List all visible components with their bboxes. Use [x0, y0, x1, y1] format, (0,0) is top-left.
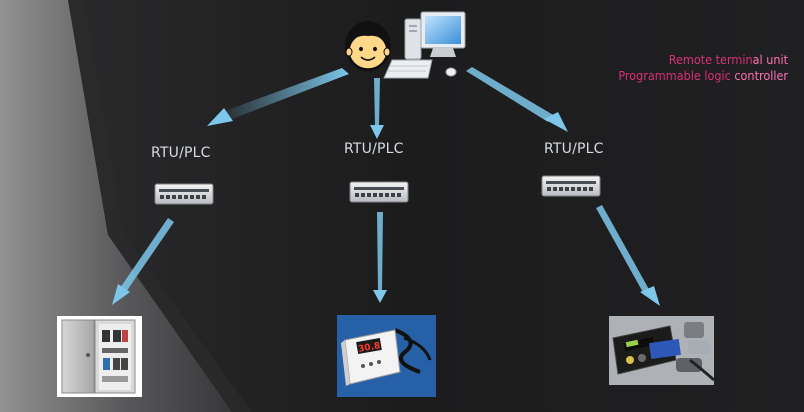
rtu-label-left: RTU/PLC — [151, 145, 211, 161]
operator-face-icon — [345, 21, 391, 71]
computer-icon — [383, 11, 466, 79]
legend-plc-part2: controller — [734, 68, 788, 83]
control-panel-image — [57, 316, 142, 397]
rtu-label-right: RTU/PLC — [544, 141, 604, 157]
thermostat-image: 30.8 — [337, 315, 436, 397]
legend-plc-part1: Programmable logic — [618, 68, 735, 83]
legend-line-rtu: Remote terminal unit — [618, 52, 788, 68]
arrow-to-thermostat — [373, 212, 387, 303]
rtu-label-center: RTU/PLC — [344, 141, 404, 157]
switch-icon-right — [541, 175, 601, 197]
legend-rtu-part2: al unit — [752, 52, 788, 67]
sensor-device-image — [609, 316, 715, 385]
arrow-to-rtu-left — [207, 68, 349, 126]
acronym-legend: Remote terminal unit Programmable logic … — [618, 52, 788, 84]
thermostat-display: 30.8 — [358, 341, 382, 355]
arrow-to-rtu-right — [466, 67, 568, 132]
switch-icon-center — [349, 181, 409, 203]
arrow-to-control-panel — [112, 218, 174, 305]
background-band-edge — [68, 0, 252, 412]
legend-rtu-part1: Remote termin — [668, 52, 753, 67]
legend-line-plc: Programmable logic controller — [618, 68, 788, 84]
background-band — [0, 0, 232, 412]
arrow-to-sensor — [596, 205, 660, 306]
arrow-to-rtu-center — [370, 78, 384, 139]
switch-icon-left — [154, 183, 214, 205]
